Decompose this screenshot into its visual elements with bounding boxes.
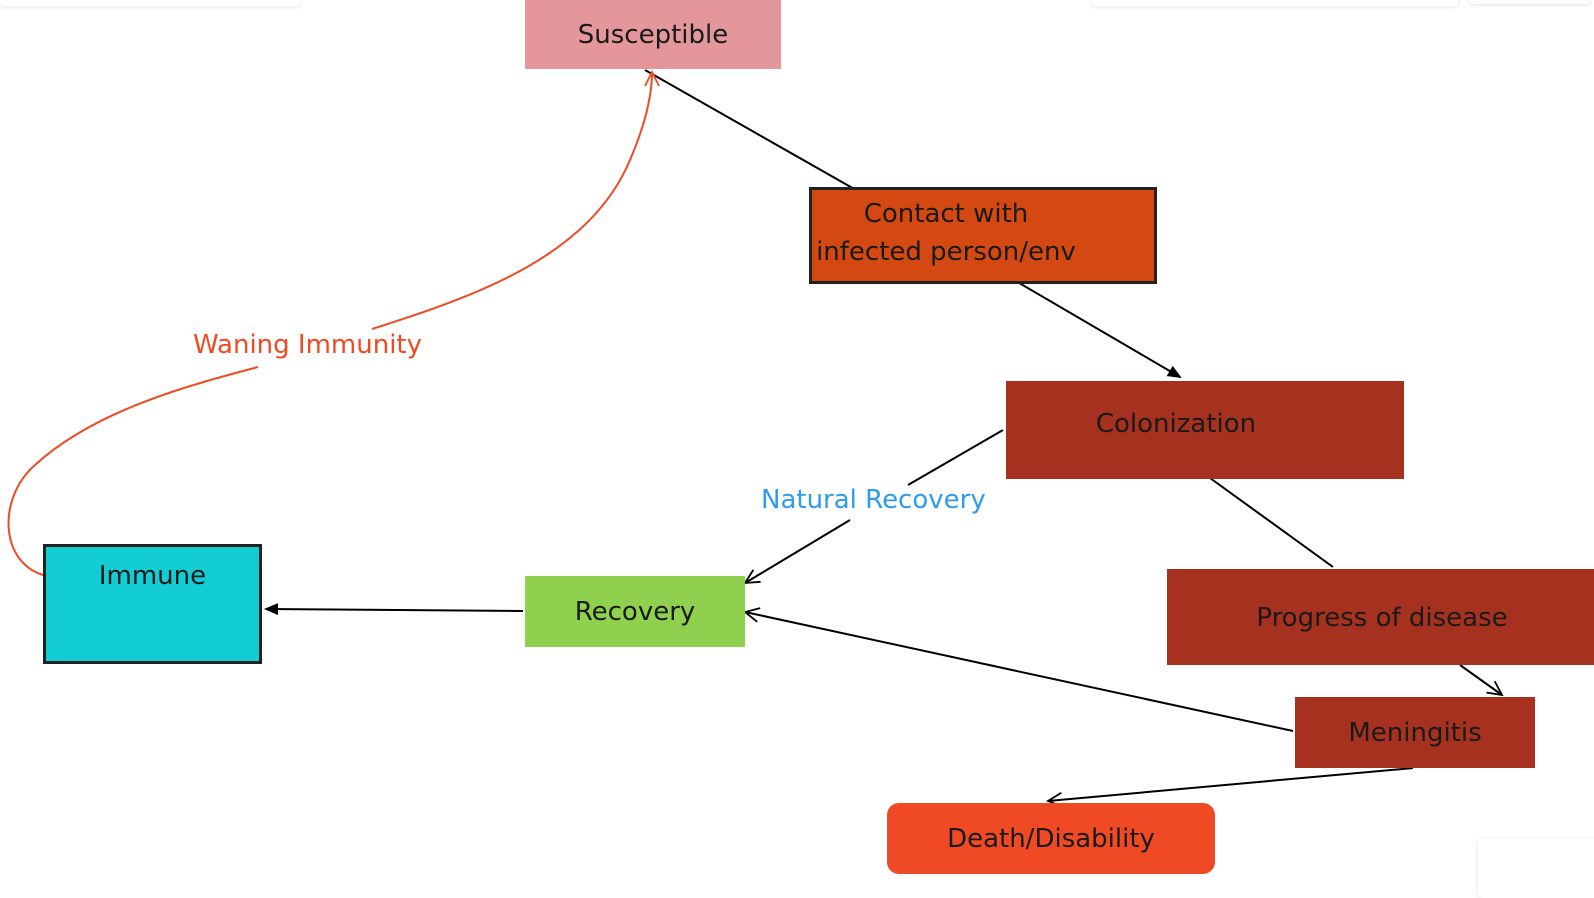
edge-waning-lower[interactable]	[7, 366, 259, 578]
toolbar-corner	[1470, 0, 1590, 4]
node-death-disability[interactable]: Death/Disability	[887, 803, 1215, 874]
edge-recovery-immune[interactable]	[264, 603, 524, 616]
edge-colonization-progress[interactable]	[1209, 477, 1334, 568]
edge-meningitis-recovery[interactable]	[745, 612, 1294, 732]
edge-meningitis-death[interactable]	[1048, 767, 1414, 801]
edge-progress-meningitis[interactable]	[1459, 664, 1502, 695]
node-immune[interactable]: Immune	[43, 544, 262, 664]
toolbar-right	[1092, 0, 1458, 6]
node-recovery[interactable]: Recovery	[525, 576, 745, 647]
toolbar-left	[0, 0, 300, 6]
node-susceptible-label: Susceptible	[577, 19, 729, 50]
node-susceptible[interactable]: Susceptible	[525, 0, 781, 69]
node-death-disability-label: Death/Disability	[947, 823, 1155, 854]
node-recovery-label: Recovery	[574, 596, 696, 627]
edge-susceptible-contact[interactable]	[644, 69, 857, 191]
edge-waning-upper[interactable]	[371, 72, 652, 330]
edge-colonization-natural-lower[interactable]	[745, 519, 851, 583]
node-meningitis[interactable]: Meningitis	[1295, 697, 1535, 768]
node-contact-label: Contact with infected person/env	[816, 199, 1076, 267]
node-contact[interactable]: Contact with infected person/env	[809, 187, 1157, 284]
edge-colonization-natural-upper[interactable]	[907, 429, 1004, 486]
node-colonization-label: Colonization	[1095, 409, 1257, 439]
edge-label-waning-immunity: Waning Immunity	[193, 330, 423, 360]
node-immune-label: Immune	[98, 561, 207, 591]
edge-label-natural-recovery: Natural Recovery	[761, 485, 986, 515]
node-progress[interactable]: Progress of disease	[1167, 569, 1594, 665]
node-meningitis-label: Meningitis	[1348, 717, 1482, 748]
node-colonization[interactable]: Colonization	[1006, 381, 1404, 479]
node-progress-label: Progress of disease	[1256, 603, 1508, 633]
diagram-canvas: Susceptible Contact with infected person…	[0, 0, 1594, 874]
